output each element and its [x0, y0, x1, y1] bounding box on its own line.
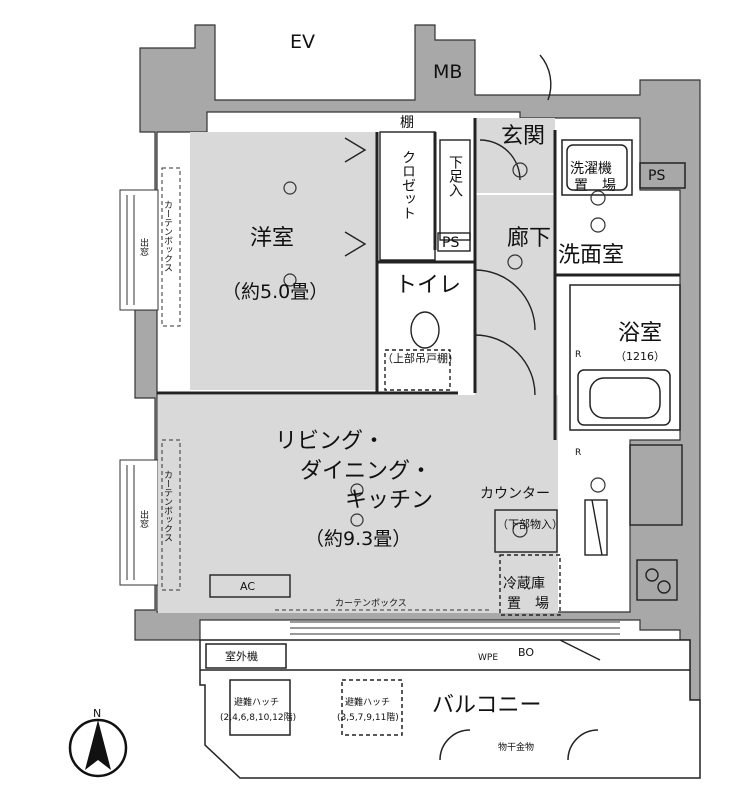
label-demado-1: 出窓 [138, 237, 149, 256]
label-genkan: 玄関 [501, 124, 545, 149]
label-senmen: 洗面室 [558, 243, 624, 268]
label-bo: BO [518, 646, 534, 659]
label-balcony: バルコニー [432, 693, 542, 718]
label-fridge-2: 置 場 [507, 596, 549, 612]
label-living-size: （約9.3畳） [305, 528, 411, 550]
label-hatch2-title: 避難ハッチ [345, 696, 390, 708]
label-demado-2: 出窓 [138, 509, 149, 528]
label-under-storage: （下部物入） [497, 517, 563, 531]
label-ev: EV [290, 31, 315, 53]
label-yoshitsu-size: （約5.0畳） [222, 281, 328, 303]
label-counter: カウンター [480, 486, 550, 502]
label-curtain-box-h: カーテンボックス [335, 598, 407, 609]
label-toilet-shelf: （上部吊戸棚） [382, 351, 459, 365]
label-washer-1: 洗濯機 [570, 161, 612, 177]
floor-shading [158, 118, 558, 613]
label-living-3: キッチン [345, 488, 433, 513]
label-tana: 棚 [400, 115, 414, 131]
label-living-2: ダイニング・ [300, 459, 432, 484]
label-hatch1-title: 避難ハッチ [234, 696, 279, 708]
label-ps-closet: PS [442, 235, 459, 251]
north-arrow-icon [68, 718, 128, 778]
label-closet: クロゼット [400, 150, 416, 220]
label-outdoor-unit: 室外機 [225, 649, 258, 663]
label-shoebox: 下足入 [447, 155, 463, 197]
bay-windows [119, 189, 159, 586]
label-ps-right: PS [648, 168, 665, 184]
label-monohoshi: 物干金物 [498, 741, 534, 753]
label-living-1: リビング・ [275, 429, 385, 454]
label-yoshitsu: 洋室 [250, 226, 294, 251]
label-r-2: R [575, 448, 581, 458]
label-washer-2: 置 場 [574, 178, 616, 194]
label-toilet: トイレ [395, 273, 461, 298]
label-north: N [93, 707, 101, 720]
label-fridge-1: 冷蔵庫 [503, 575, 545, 592]
label-curtain-box-v2: カーテンボックス [162, 470, 173, 542]
label-r-1: R [575, 350, 581, 360]
label-hatch1-floors: (2,4,6,8,10,12階) [220, 712, 296, 723]
label-yokushitsu-size: （1216） [615, 350, 665, 363]
balcony [199, 639, 701, 779]
label-roka: 廊下 [507, 226, 551, 251]
label-mb: MB [433, 61, 462, 83]
label-yokushitsu: 浴室 [618, 321, 662, 346]
label-ac: AC [240, 580, 255, 593]
label-hatch2-floors: (3,5,7,9,11階) [337, 712, 399, 723]
label-curtain-box-v1: カーテンボックス [162, 200, 173, 272]
ceiling-lights [283, 162, 606, 538]
label-wpe: WPE [478, 653, 498, 663]
